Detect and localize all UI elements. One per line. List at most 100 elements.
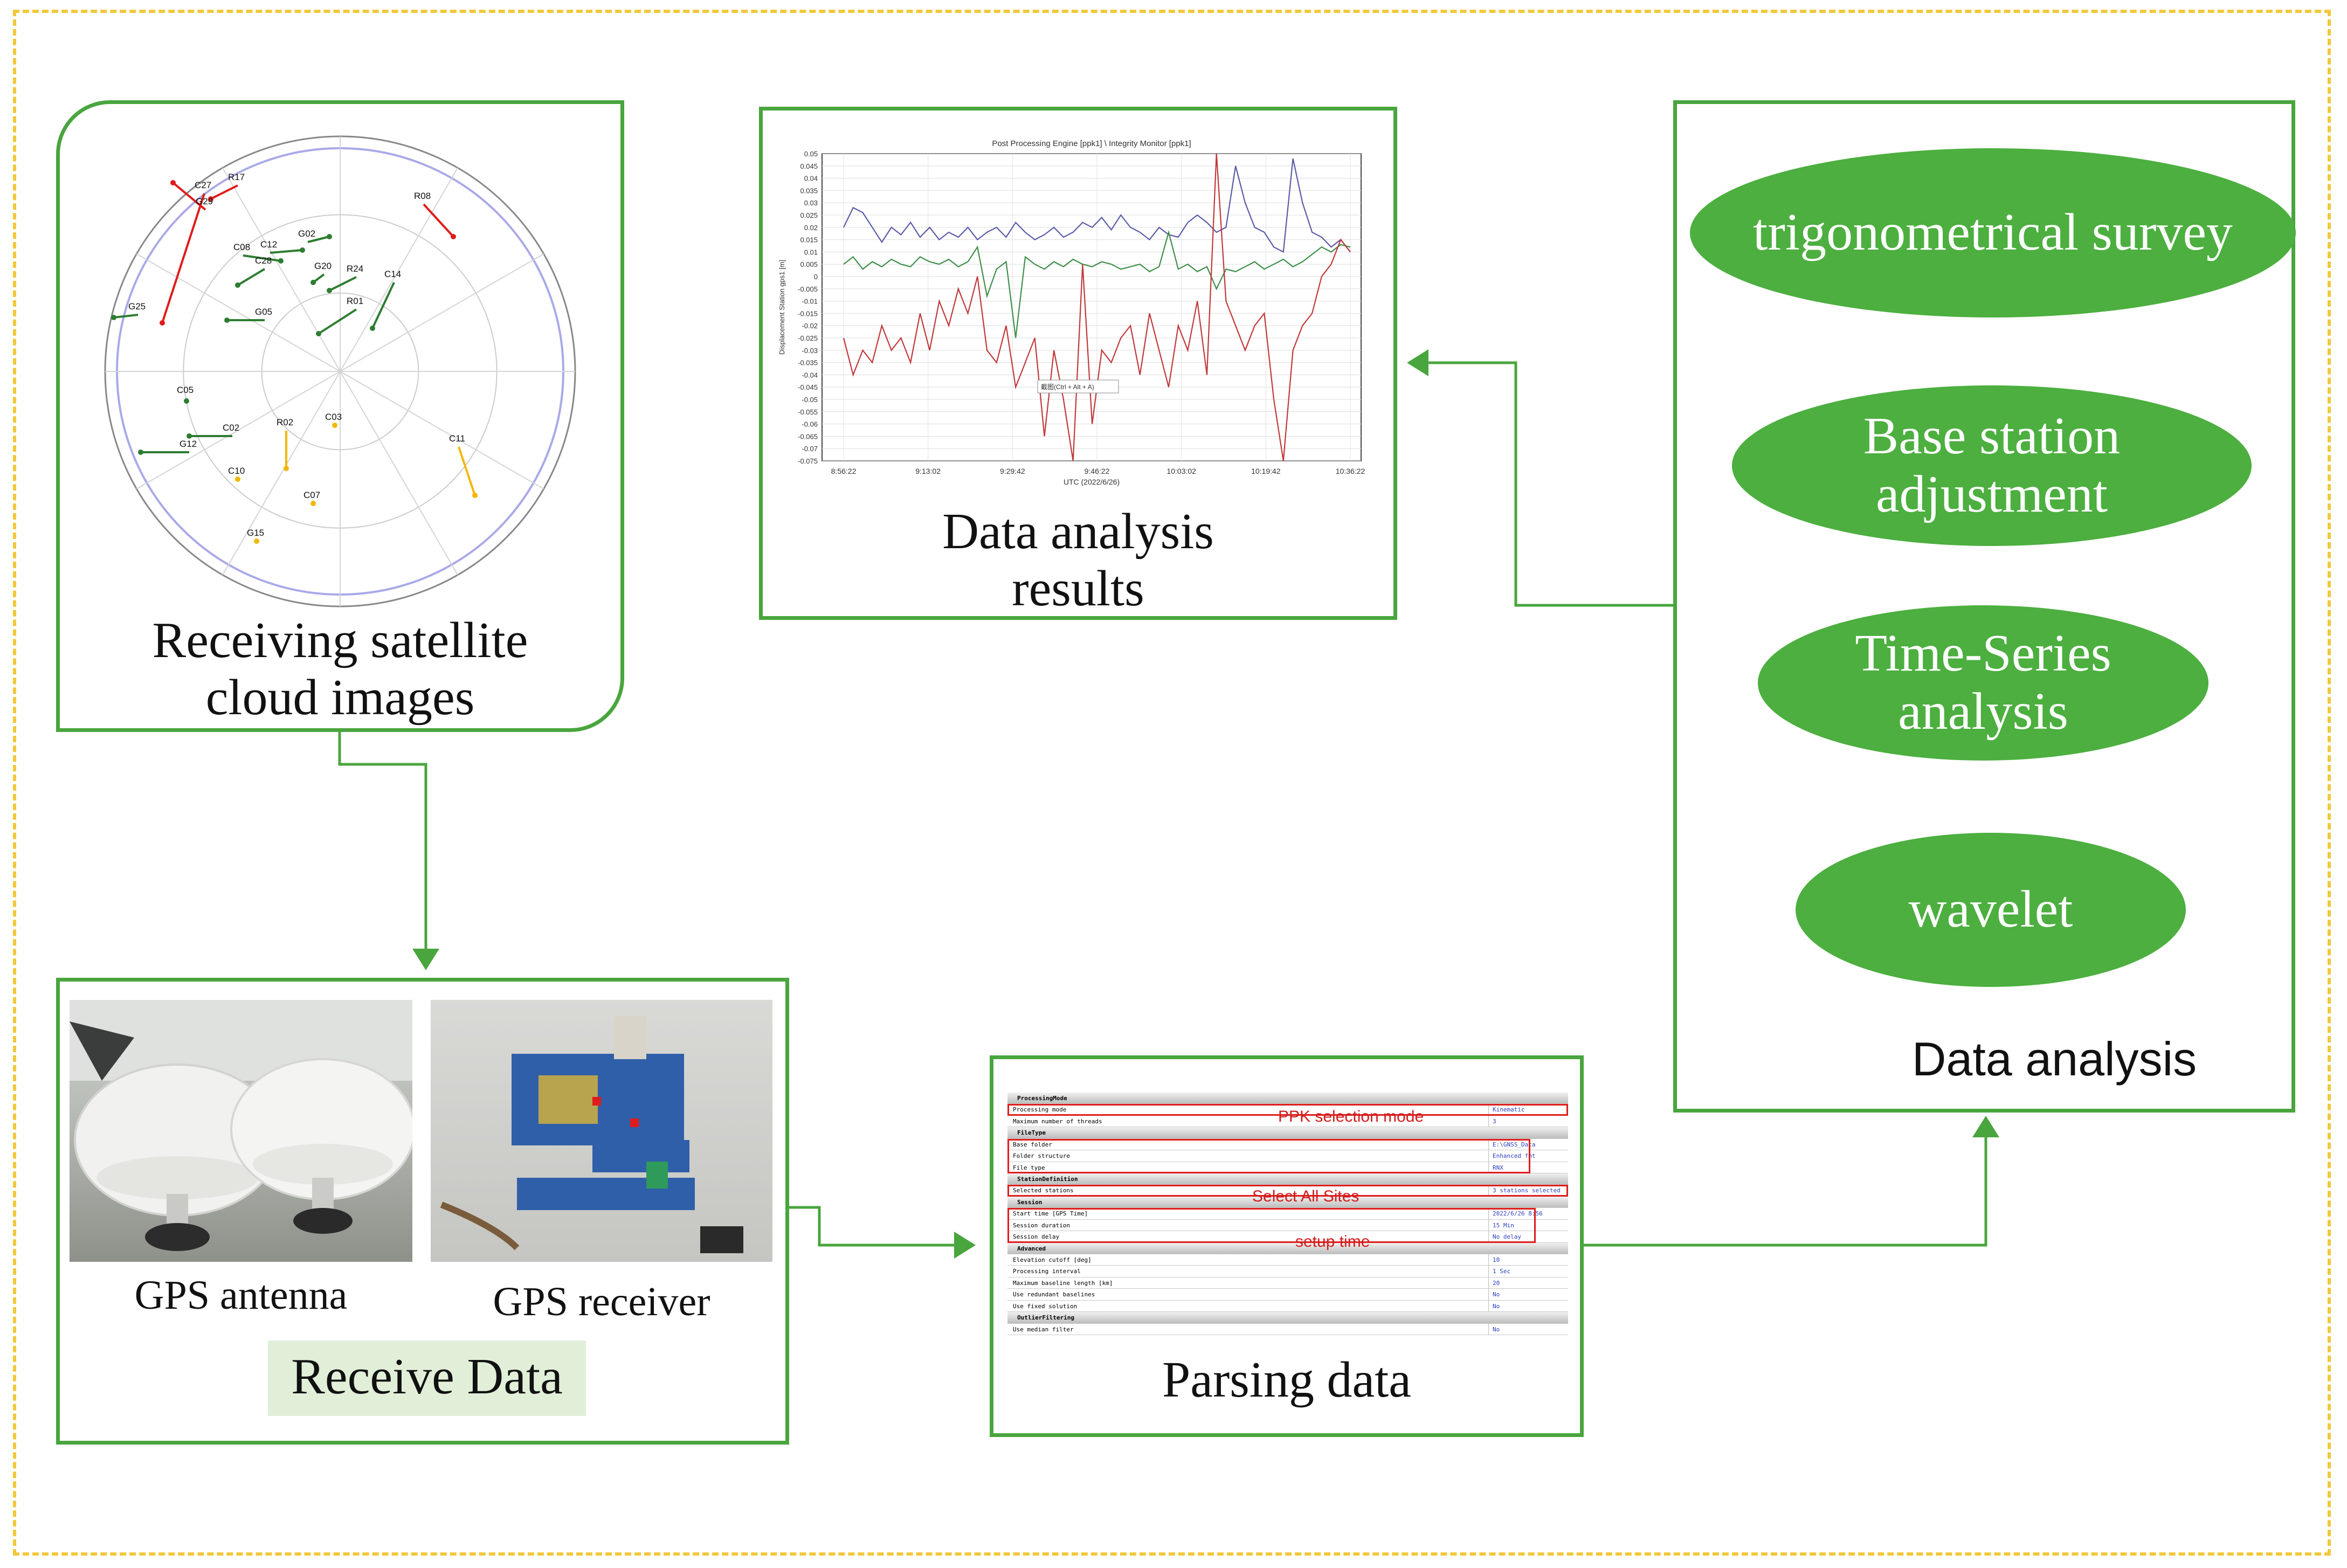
satellite-dot <box>184 398 189 404</box>
chart-y-tick: -0.07 <box>802 445 818 453</box>
annotation-ppk: PPK selection mode <box>1278 1108 1424 1125</box>
satellite-label-g20: G20 <box>314 261 332 271</box>
satellite-track <box>270 249 303 254</box>
settings-row-value: No delay <box>1493 1233 1521 1241</box>
settings-row-divider <box>1488 1266 1489 1277</box>
satellite-track <box>371 282 395 329</box>
satellite-label-g05: G05 <box>255 307 272 317</box>
chart-title: Post Processing Engine [ppk1] \ Integrit… <box>992 139 1191 148</box>
satellite-track <box>307 236 330 243</box>
settings-row-divider <box>1488 1150 1489 1162</box>
satellite-dot <box>310 280 316 285</box>
settings-section: StationDefinition <box>1007 1173 1568 1185</box>
method-trigonometrical-survey: trigonometrical survey <box>1690 148 2296 317</box>
settings-row: Maximum baseline length [km]20 <box>1007 1277 1568 1289</box>
settings-row-value: 2022/6/26 8:56 <box>1493 1210 1543 1218</box>
settings-row-label: Use redundant baselines <box>1013 1291 1095 1298</box>
settings-row-label: Use fixed solution <box>1013 1302 1078 1310</box>
skyplot-spoke <box>340 253 544 372</box>
satellite-label-c08: C08 <box>233 242 250 252</box>
receive-panel: GPS antenna GPS receiver Receive Data <box>56 978 789 1445</box>
settings-row-value: 10 <box>1493 1256 1500 1263</box>
chart-y-tick: -0.045 <box>798 383 818 391</box>
settings-highlight-box <box>1007 1208 1536 1243</box>
skyplot-spoke <box>136 371 341 489</box>
settings-row-label: Start time [GPS Time] <box>1013 1210 1088 1218</box>
gps-antenna-caption: GPS antenna <box>134 1273 348 1318</box>
chart-x-tick: 10:03:02 <box>1166 467 1196 475</box>
chart-y-tick: 0 <box>814 273 818 281</box>
chart-x-tick: 9:13:02 <box>915 467 941 475</box>
settings-row-label: Base folder <box>1013 1141 1052 1148</box>
satellite-track <box>317 308 357 335</box>
settings-row-label: Session duration <box>1013 1221 1070 1229</box>
satellite-track <box>113 314 139 319</box>
receive-caption: Receive Data <box>291 1349 563 1405</box>
settings-row: Use fixed solution No <box>1007 1300 1568 1313</box>
gps-receiver-photo <box>431 1000 772 1262</box>
satellite-dot <box>235 476 240 482</box>
satellite-dot <box>170 180 176 185</box>
satellite-track <box>329 276 357 292</box>
satellite-track <box>172 182 206 211</box>
settings-section: OutlierFiltering <box>1007 1312 1568 1324</box>
satellite-track <box>161 193 205 323</box>
settings-row-divider <box>1488 1208 1489 1219</box>
settings-row-label: Maximum number of threads <box>1013 1117 1102 1125</box>
settings-row-value: 3 stations selected <box>1493 1187 1561 1194</box>
dashed-outer-frame <box>13 10 2331 1556</box>
chart-y-tick: -0.015 <box>798 309 818 317</box>
settings-row-divider <box>1488 1162 1489 1173</box>
gps-antenna-photo <box>70 1000 412 1262</box>
chart-x-tick: 9:29:42 <box>1000 467 1025 475</box>
settings-highlight-box <box>1007 1185 1568 1197</box>
satellite-track <box>237 268 266 286</box>
settings-row-value: No <box>1493 1325 1500 1333</box>
chart-y-tick: -0.01 <box>802 298 818 306</box>
arrow-receive-to-parsing <box>788 1206 976 1259</box>
settings-row-divider <box>1488 1231 1489 1242</box>
satellite-dot <box>187 433 192 439</box>
satellite-label-r17: R17 <box>228 172 245 182</box>
satellite-label-c27: C27 <box>195 180 211 190</box>
chart-y-tick: 0.015 <box>800 236 818 244</box>
chart-annotation-box <box>1037 379 1119 393</box>
chart-x-tick: 10:19:42 <box>1251 467 1281 475</box>
satellite-track <box>458 446 476 496</box>
settings-section: Advanced <box>1007 1242 1568 1254</box>
settings-row-divider <box>1488 1277 1489 1289</box>
chart-y-tick: 0.04 <box>804 175 818 183</box>
chart-y-tick: -0.035 <box>798 359 818 367</box>
settings-row-value: Kinematic <box>1493 1106 1525 1114</box>
satellite-label-c02: C02 <box>223 423 239 433</box>
settings-row-value: No <box>1493 1302 1500 1310</box>
satellite-label-c12: C12 <box>260 239 277 250</box>
annotation-sites: Select All Sites <box>1252 1187 1359 1205</box>
chart-series-line-0 <box>843 158 1351 253</box>
settings-row-label: Elevation cutoff [deg] <box>1013 1256 1092 1263</box>
gps-receiver-caption: GPS receiver <box>493 1279 710 1324</box>
method-time-series-analysis: Time-Series analysis <box>1758 605 2208 761</box>
skyplot-spoke <box>222 371 341 576</box>
settings-row-label: Session delay <box>1013 1233 1060 1241</box>
satellite-dot <box>284 466 289 471</box>
satellite-label-g12: G12 <box>180 439 197 449</box>
settings-row-value: Enhanced fmt <box>1493 1152 1536 1160</box>
results-panel: Post Processing Engine [ppk1] \ Integrit… <box>759 107 1397 620</box>
settings-highlight-box <box>1007 1104 1568 1116</box>
chart-y-tick: -0.065 <box>798 432 818 440</box>
chart-y-tick: -0.025 <box>798 334 818 342</box>
chart-y-tick: -0.03 <box>802 347 818 355</box>
chart-annotation: 截图(Ctrl + Alt + A) <box>1041 383 1094 391</box>
settings-row-divider <box>1488 1185 1489 1196</box>
settings-section: Session <box>1007 1196 1568 1208</box>
settings-section: FileType <box>1007 1127 1568 1139</box>
chart-y-tick: 0.005 <box>800 260 818 268</box>
